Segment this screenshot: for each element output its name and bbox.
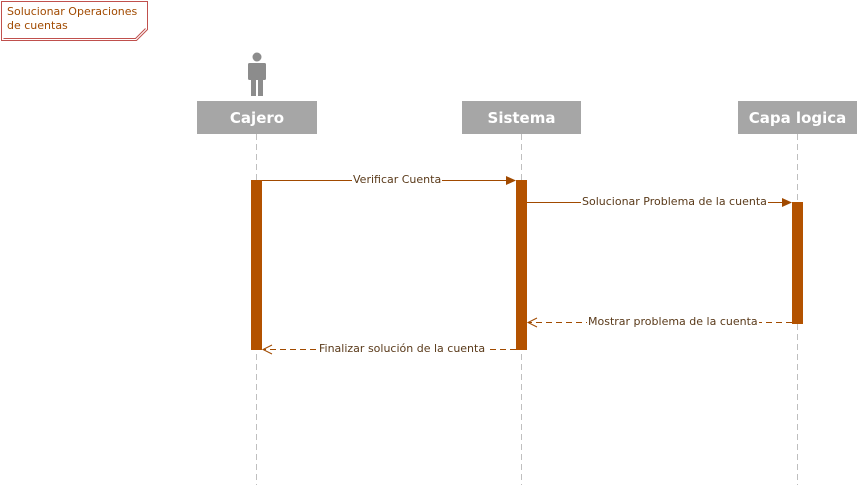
activation-bar-sistema[interactable] [516,180,527,350]
message-label-solucionar: Solucionar Problema de la cuenta [581,195,768,208]
frame-title: Solucionar Operaciones de cuentas [7,5,138,32]
lifeline-cajero[interactable]: Cajero [197,101,317,134]
activation-bar-capa[interactable] [792,202,803,324]
message-label-verificar: Verificar Cuenta [352,173,443,186]
lifeline-label-capa: Capa logica [748,108,847,127]
frame-label: Solucionar Operaciones de cuentas [1,1,148,41]
message-label-mostrar: Mostrar problema de la cuenta [587,315,759,328]
frame-label-border [1,1,148,41]
message-label-finalizar: Finalizar solución de la cuenta [318,342,487,355]
activation-bar-cajero[interactable] [251,180,262,350]
lifeline-label-sistema: Sistema [487,108,556,127]
lifeline-sistema[interactable]: Sistema [462,101,581,134]
lifeline-label-cajero: Cajero [229,108,285,127]
lifeline-capa-logica[interactable]: Capa logica [738,101,857,134]
person-icon [248,52,266,96]
